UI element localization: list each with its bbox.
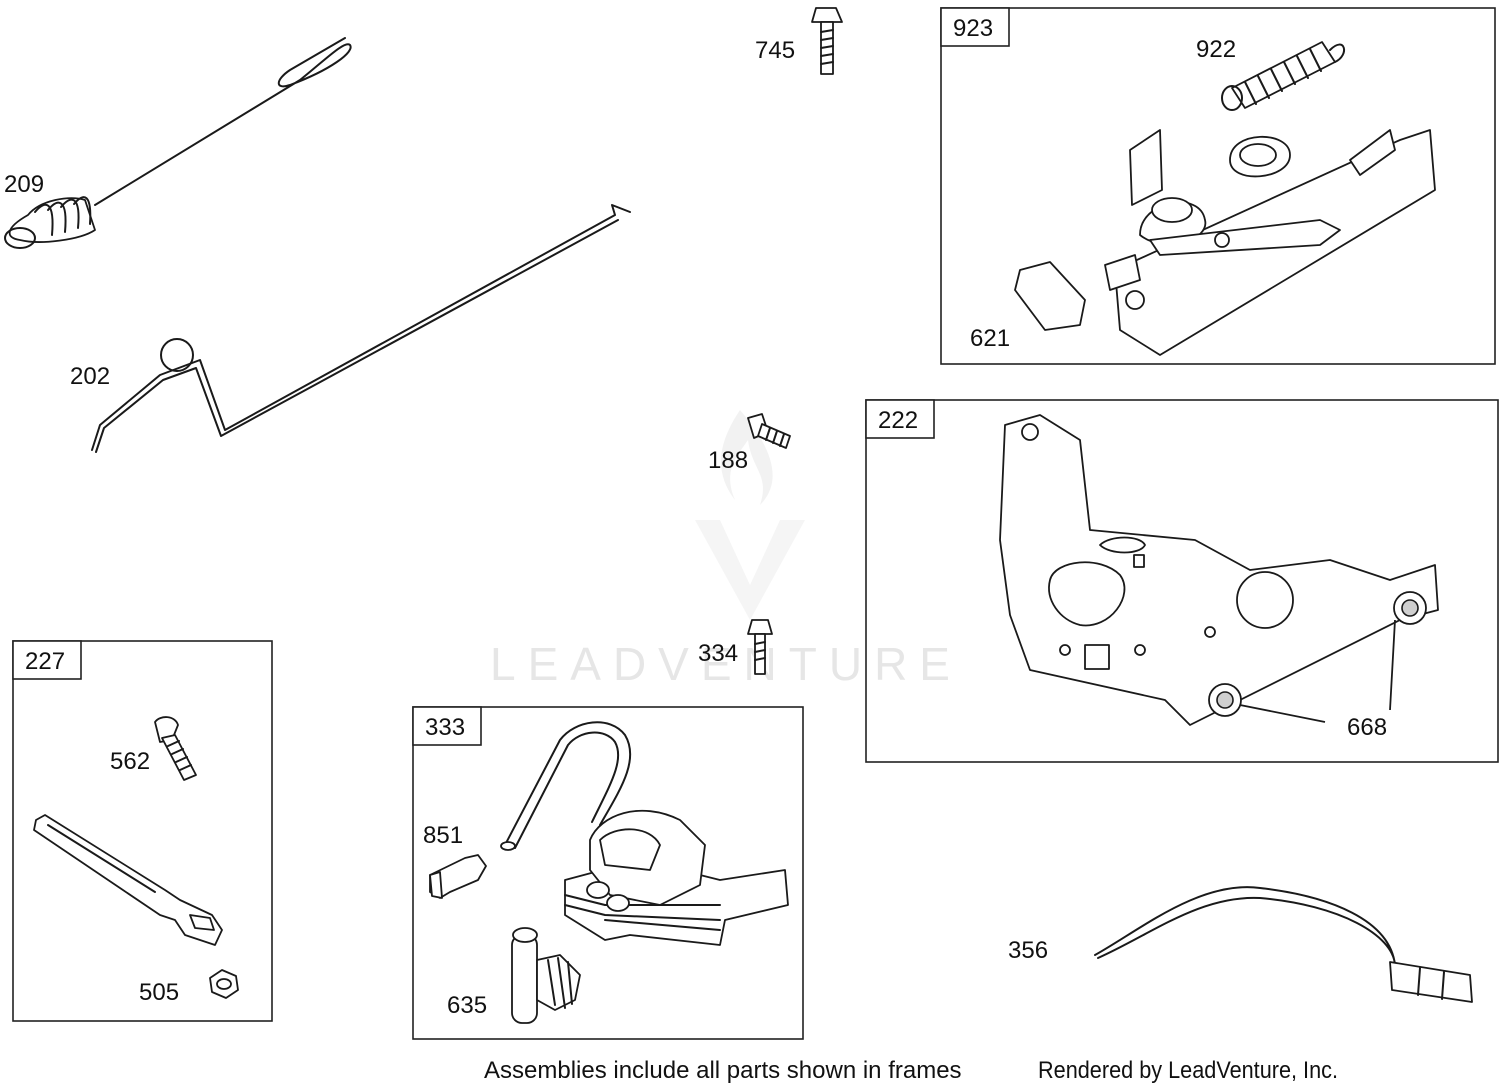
label-562: 562 — [110, 748, 150, 775]
frame-923 — [940, 7, 1496, 365]
frame-227-tag — [12, 640, 82, 680]
part-209-spring-wire — [4, 37, 352, 249]
label-202: 202 — [70, 363, 110, 390]
part-222-bracket — [999, 414, 1439, 726]
watermark-logo — [695, 410, 805, 620]
part-745-screw — [811, 7, 843, 75]
frame-222 — [865, 399, 1499, 763]
label-635: 635 — [447, 992, 487, 1019]
label-851: 851 — [423, 822, 463, 849]
label-334: 334 — [698, 640, 738, 667]
footer-note: Assemblies include all parts shown in fr… — [484, 1057, 962, 1084]
label-188: 188 — [708, 447, 748, 474]
part-562-bolt — [154, 716, 197, 781]
label-209: 209 — [4, 171, 44, 198]
label-333: 333 — [425, 714, 465, 741]
part-356-ground-wire — [1094, 886, 1473, 1003]
footer-credit: Rendered by LeadVenture, Inc. — [1038, 1057, 1338, 1084]
leader-668 — [1239, 619, 1396, 723]
label-356: 356 — [1008, 937, 1048, 964]
frame-333-tag — [412, 706, 482, 746]
part-505-nut — [209, 969, 239, 999]
label-668: 668 — [1347, 714, 1387, 741]
label-745: 745 — [755, 37, 795, 64]
part-202-link-rod — [91, 204, 631, 453]
label-923: 923 — [953, 15, 993, 42]
part-334-screw — [747, 619, 773, 675]
label-222: 222 — [878, 407, 918, 434]
part-851-connector — [429, 854, 487, 899]
part-635-spark-boot — [511, 927, 581, 1024]
part-923-control-bracket — [1014, 129, 1436, 356]
frame-227 — [12, 640, 273, 1022]
frame-222-tag — [865, 399, 935, 439]
part-922-spring — [1221, 41, 1345, 111]
label-922: 922 — [1196, 36, 1236, 63]
frame-923-tag — [940, 7, 1010, 47]
part-227-lever — [33, 814, 223, 946]
watermark-text: LEADVENTURE — [490, 638, 962, 690]
label-505: 505 — [139, 979, 179, 1006]
label-227: 227 — [25, 648, 65, 675]
label-621: 621 — [970, 325, 1010, 352]
part-188-bolt — [747, 413, 791, 449]
part-333-ignition-armature — [500, 721, 789, 946]
frame-333 — [412, 706, 804, 1040]
